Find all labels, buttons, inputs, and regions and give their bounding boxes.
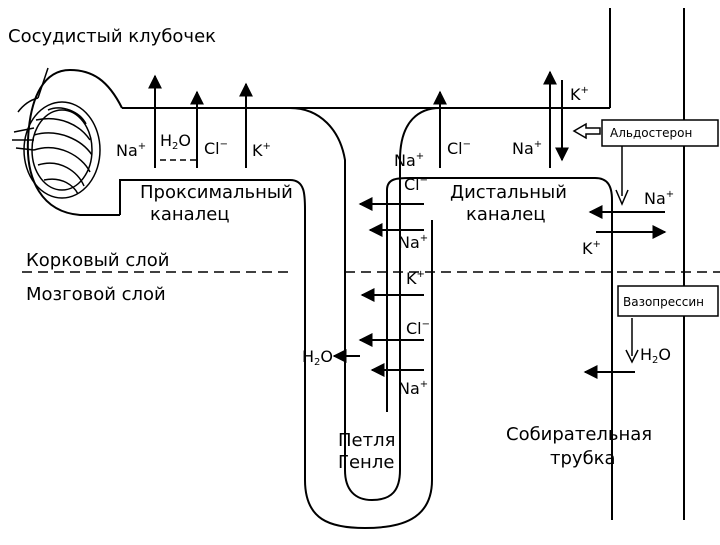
transport-arrows: [148, 70, 667, 379]
svg-text:Na+: Na+: [644, 189, 674, 208]
svg-text:H2O: H2O: [640, 345, 671, 366]
aldosterone-label: Альдостерон: [610, 126, 692, 140]
svg-text:Cl−: Cl−: [404, 175, 428, 194]
svg-text:Na+: Na+: [394, 151, 424, 170]
ion-na-ascending-top: Na+: [394, 151, 424, 170]
ion-k-proximal: K+: [252, 141, 271, 160]
loop-label-2: Генле: [338, 452, 394, 473]
cortex-label: Корковый слой: [26, 250, 169, 271]
ion-cl-loop-2: Cl−: [406, 319, 430, 338]
vasopressin-label: Вазопрессин: [623, 295, 704, 309]
svg-text:Na+: Na+: [512, 139, 542, 158]
ion-na-distal-right: Na+: [644, 189, 674, 208]
ion-k-distal-right: K+: [582, 239, 601, 258]
medulla-label: Мозговой слой: [26, 284, 166, 305]
svg-text:Na+: Na+: [398, 379, 428, 398]
svg-text:H2O: H2O: [160, 131, 191, 152]
glomerulus-drawing: [12, 67, 610, 216]
loop-label-1: Петля: [338, 430, 395, 451]
distal-label-2: каналец: [466, 204, 546, 225]
svg-text:K+: K+: [252, 141, 271, 160]
ion-na-loop-1: Na+: [398, 233, 428, 252]
svg-text:H2O: H2O: [302, 347, 333, 368]
distal-tube: [386, 177, 613, 520]
proximal-label-2: каналец: [150, 204, 230, 225]
collecting-duct: [609, 8, 685, 520]
proximal-label-1: Проксимальный: [140, 182, 293, 203]
ion-h2o-proximal: H2O: [160, 131, 196, 161]
svg-text:Cl−: Cl−: [204, 139, 228, 158]
collecting-label-1: Собирательная: [506, 424, 652, 445]
svg-text:Cl−: Cl−: [447, 139, 471, 158]
collecting-label-2: трубка: [550, 448, 616, 469]
svg-text:K+: K+: [570, 85, 589, 104]
ion-cl-distal: Cl−: [447, 139, 471, 158]
ion-k-collecting-top: K+: [570, 85, 589, 104]
ion-h2o-collecting: H2O: [640, 345, 671, 366]
svg-text:K+: K+: [406, 269, 425, 288]
svg-text:Na+: Na+: [398, 233, 428, 252]
ion-cl-loop-1: Cl−: [404, 175, 428, 194]
ion-na-distal: Na+: [512, 139, 542, 158]
svg-text:Na+: Na+: [116, 141, 146, 160]
glomerulus-label: Сосудистый клубочек: [8, 26, 216, 47]
svg-text:Cl−: Cl−: [406, 319, 430, 338]
distal-label-1: Дистальный: [450, 182, 567, 203]
ion-na-proximal: Na+: [116, 141, 146, 160]
ion-na-loop-2: Na+: [398, 379, 428, 398]
ion-h2o-loop: H2O: [302, 347, 333, 368]
ion-k-loop: K+: [406, 269, 425, 288]
ion-cl-proximal: Cl−: [204, 139, 228, 158]
hormone-boxes: [601, 119, 719, 317]
svg-text:K+: K+: [582, 239, 601, 258]
proximal-loop-tube: [119, 107, 441, 530]
